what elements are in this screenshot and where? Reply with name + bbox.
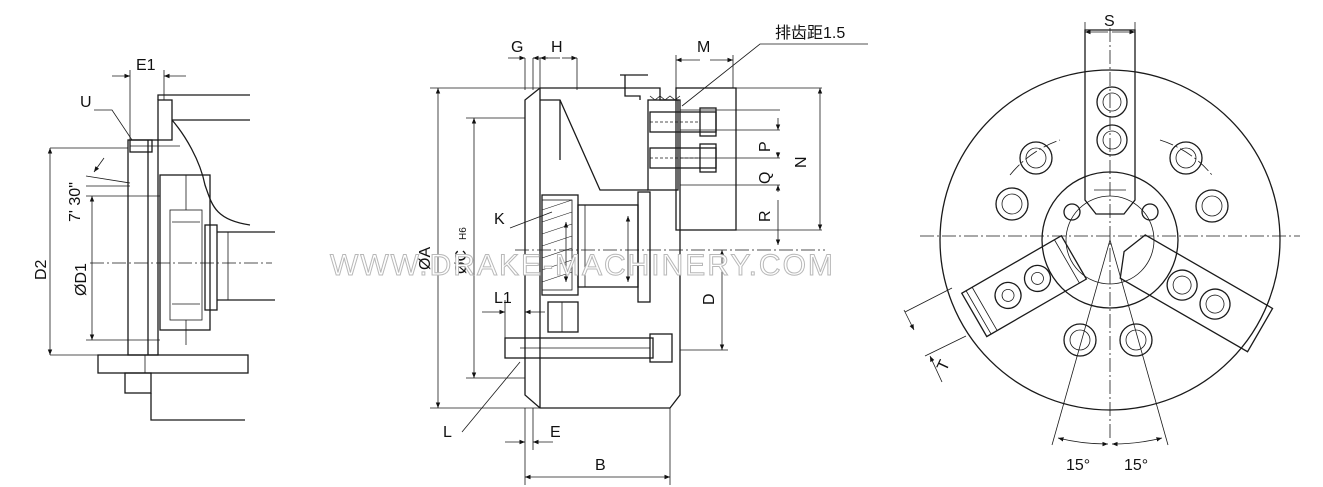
dim-label-c: ØC bbox=[453, 250, 470, 274]
dim-label-angle-right: 15° bbox=[1124, 457, 1148, 474]
chuck-front-view: S T 15° 15° bbox=[903, 13, 1300, 474]
dim-label-l: L bbox=[443, 424, 452, 441]
dim-label-b: B bbox=[595, 457, 606, 474]
dim-label-r: R bbox=[757, 210, 774, 222]
dim-label-m: M bbox=[697, 39, 710, 56]
dim-label-taper-angle: 7' 30" bbox=[67, 182, 84, 222]
dim-label-angle-left: 15° bbox=[1066, 457, 1090, 474]
dim-label-g: G bbox=[511, 39, 523, 56]
dim-label-p: P bbox=[757, 141, 774, 152]
watermark-text: WWW.DRAKE-MACHINERY.COM bbox=[330, 249, 835, 282]
dim-label-h6-tolerance: H6 bbox=[458, 227, 469, 240]
dim-label-s: S bbox=[1104, 13, 1115, 30]
chuck-section-view: G H M 排齿距1.5 bbox=[417, 24, 868, 485]
dim-label-e: E bbox=[550, 424, 561, 441]
dim-label-q: Q bbox=[757, 172, 774, 184]
dim-label-h: H bbox=[551, 39, 563, 56]
dim-label-d1: ØD1 bbox=[73, 263, 90, 296]
mounting-side-view: E1 U D2 bbox=[33, 57, 275, 421]
dim-label-d2: D2 bbox=[33, 259, 50, 280]
dim-label-k: K bbox=[494, 211, 505, 228]
note-tooth-pitch: 排齿距1.5 bbox=[775, 24, 845, 42]
dim-label-e1: E1 bbox=[136, 57, 156, 74]
dim-label-a: ØA bbox=[417, 247, 434, 270]
dim-label-n: N bbox=[793, 156, 810, 168]
dim-label-l1: L1 bbox=[494, 290, 512, 307]
dim-label-u: U bbox=[80, 94, 92, 111]
dim-label-d: D bbox=[701, 293, 718, 305]
